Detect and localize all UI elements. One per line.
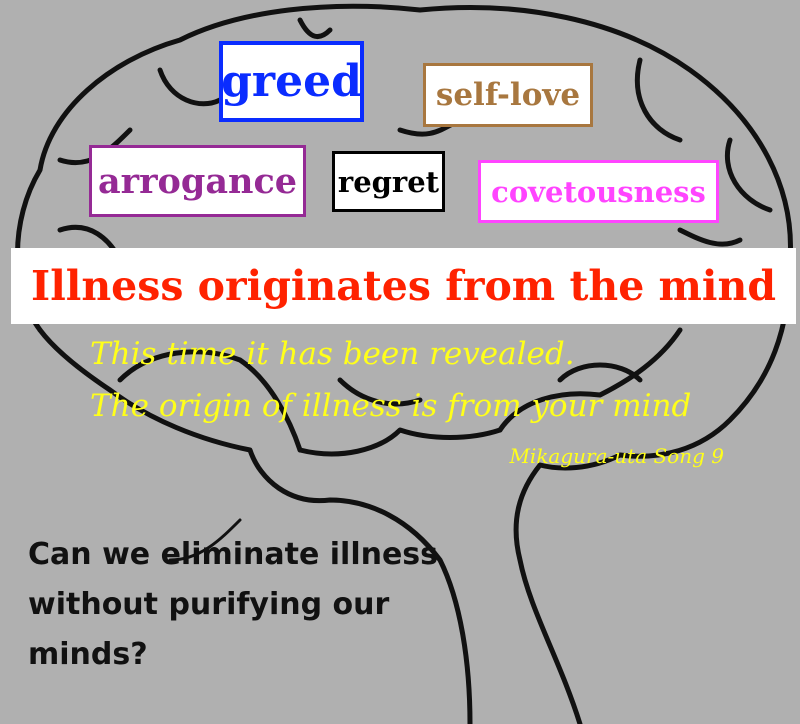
quote-line-2: The origin of illness is from your mind: [90, 388, 692, 424]
emotion-label-arrogance: arrogance: [97, 160, 298, 202]
quote-line-1: This time it has been revealed.: [90, 336, 575, 372]
emotion-label-self-love: self-love: [435, 77, 581, 113]
question-text: Can we eliminate illness without purifyi…: [28, 537, 439, 672]
emotion-label-covetousness: covetousness: [491, 174, 706, 209]
emotion-box-greed: greed: [219, 41, 364, 122]
headline: Illness originates from the mind: [31, 262, 776, 310]
quote-source: Mikagura-uta Song 9: [509, 444, 724, 468]
emotion-box-regret: regret: [332, 151, 445, 212]
emotion-box-covetousness: covetousness: [478, 160, 719, 223]
emotion-label-regret: regret: [337, 164, 440, 199]
emotion-box-self-love: self-love: [423, 63, 593, 127]
headline-banner: Illness originates from the mind: [11, 248, 796, 324]
emotion-box-arrogance: arrogance: [89, 145, 306, 217]
emotion-label-greed: greed: [221, 56, 362, 107]
